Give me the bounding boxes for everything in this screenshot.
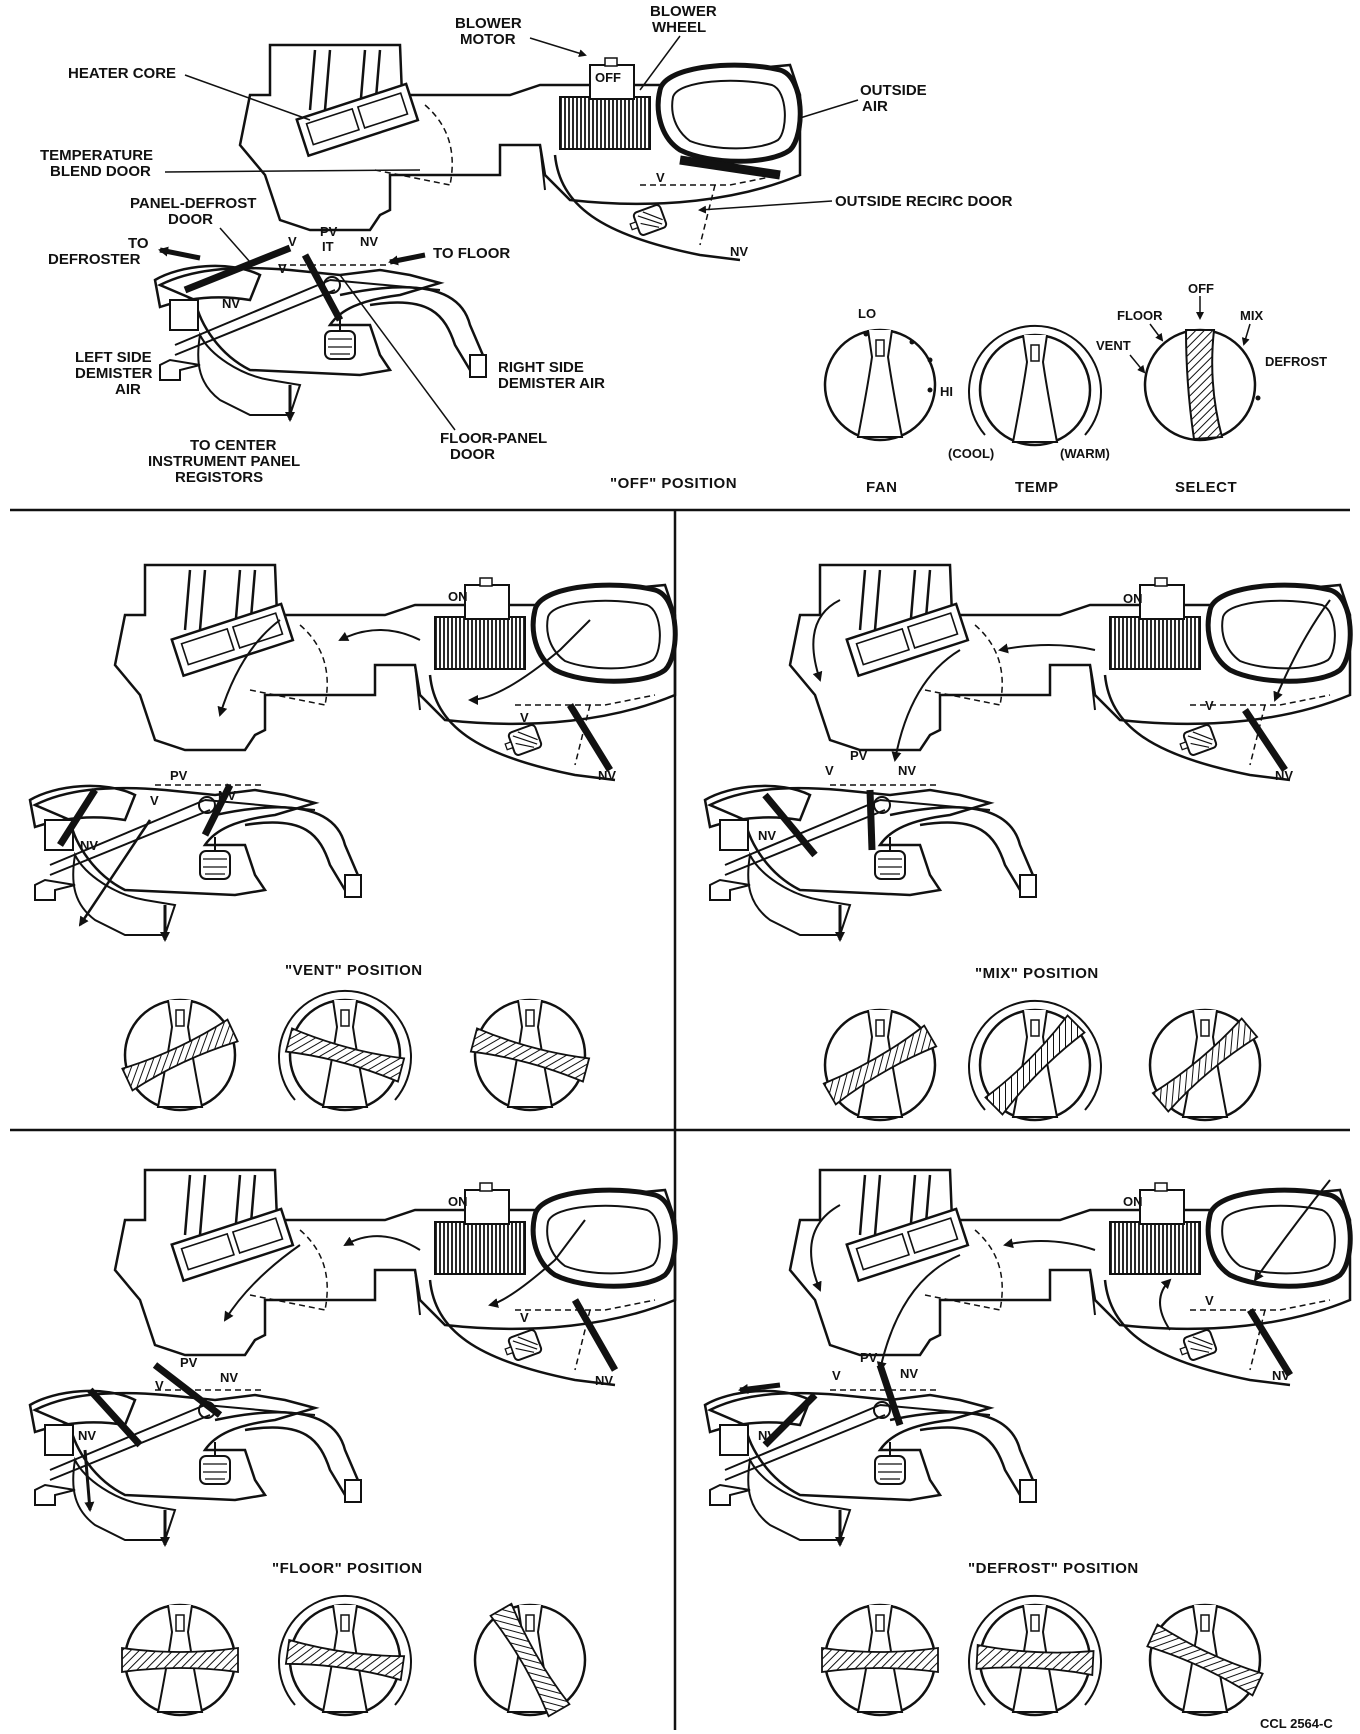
motor-state-mix: ON <box>1123 591 1143 606</box>
svg-text:V: V <box>520 710 529 725</box>
label-center-registers-3: REGISTORS <box>175 469 263 486</box>
label-right-demister-2: DEMISTER AIR <box>498 375 605 392</box>
label-it-top: IT <box>322 239 334 254</box>
select-vent-label: VENT <box>1096 338 1131 353</box>
svg-text:PV: PV <box>850 748 868 763</box>
fan-hi-label: HI <box>940 384 953 399</box>
fan-label: FAN <box>866 479 898 496</box>
label-left-demister-2: DEMISTER <box>75 365 153 382</box>
temp-cool-label: (COOL) <box>948 446 994 461</box>
temp-knob <box>968 324 1102 447</box>
svg-text:V: V <box>1205 1293 1214 1308</box>
select-defrost-label: DEFROST <box>1265 354 1327 369</box>
select-floor-label: FLOOR <box>1117 308 1163 323</box>
svg-text:PV: PV <box>180 1355 198 1370</box>
label-temp-blend-2: BLEND DOOR <box>50 163 151 180</box>
svg-text:NV: NV <box>758 828 776 843</box>
label-nv-top-2: NV <box>222 296 240 311</box>
svg-text:NV: NV <box>78 1428 96 1443</box>
label-nv-top-1: NV <box>360 234 378 249</box>
label-center-registers-2: INSTRUMENT PANEL <box>148 453 300 470</box>
label-left-demister-1: LEFT SIDE <box>75 349 152 366</box>
label-right-demister-1: RIGHT SIDE <box>498 359 584 376</box>
motor-state-defrost: ON <box>1123 1194 1143 1209</box>
svg-text:NV: NV <box>1275 768 1293 783</box>
outside-recirc-door <box>679 155 781 180</box>
label-to-defroster-2: DEFROSTER <box>48 251 141 268</box>
svg-text:NV: NV <box>598 768 616 783</box>
label-heater-core: HEATER CORE <box>68 65 176 82</box>
svg-text:V: V <box>150 793 159 808</box>
label-v-top-3: V <box>656 170 665 185</box>
select-off-label: OFF <box>1188 281 1214 296</box>
floor-panel-door <box>301 253 344 322</box>
caption-defrost-position: "DEFROST" POSITION <box>968 1560 1139 1577</box>
label-to-defroster-1: TO <box>128 235 149 252</box>
svg-text:V: V <box>832 1368 841 1383</box>
label-blower-wheel-1: BLOWER <box>650 3 717 20</box>
label-blower-motor-1: BLOWER <box>455 15 522 32</box>
mix-position-panel: ON PV V NV NV V NV "MIX" POSITION <box>705 565 1350 1122</box>
svg-text:PV: PV <box>860 1350 878 1365</box>
caption-off-position: "OFF" POSITION <box>610 475 737 492</box>
label-center-registers-1: TO CENTER <box>190 437 277 454</box>
svg-text:V: V <box>520 1310 529 1325</box>
defrost-position-panel: ON PV V NV NV V NV "DEFROST" POSITION <box>705 1170 1350 1717</box>
fan-lo-label: LO <box>858 306 876 321</box>
select-label: SELECT <box>1175 479 1237 496</box>
label-temp-blend-1: TEMPERATURE <box>40 147 153 164</box>
label-blower-wheel-2: WHEEL <box>652 19 706 36</box>
svg-text:V: V <box>1205 698 1214 713</box>
svg-text:NV: NV <box>758 1428 776 1443</box>
motor-state-vent: ON <box>448 589 468 604</box>
label-floor-panel-1: FLOOR-PANEL <box>440 430 547 447</box>
label-to-floor: TO FLOOR <box>433 245 510 262</box>
svg-text:PV: PV <box>170 768 188 783</box>
svg-text:NV: NV <box>220 1370 238 1385</box>
select-mix-label: MIX <box>1240 308 1263 323</box>
label-panel-defrost-1: PANEL-DEFROST <box>130 195 256 212</box>
label-floor-panel-2: DOOR <box>450 446 495 463</box>
figure-code: CCL 2564-C <box>1260 1716 1333 1731</box>
svg-text:NV: NV <box>80 838 98 853</box>
vent-position-panel: ON PV V NV NV V NV "VENT" POSITION <box>30 565 675 1112</box>
caption-mix-position: "MIX" POSITION <box>975 965 1099 982</box>
label-panel-defrost-2: DOOR <box>168 211 213 228</box>
fan-knob <box>823 328 937 442</box>
label-blower-motor-2: MOTOR <box>460 31 516 48</box>
label-nv-top-3: NV <box>730 244 748 259</box>
off-position-diagram: OFF BLOWER MOTOR BLOWER WHEEL HEATER COR… <box>40 3 1327 496</box>
svg-text:NV: NV <box>1272 1368 1290 1383</box>
svg-text:NV: NV <box>900 1366 918 1381</box>
label-v-top-2: V <box>278 261 287 276</box>
label-outside-air-1: OUTSIDE <box>860 82 927 99</box>
panel-defrost-door <box>183 244 292 294</box>
svg-text:V: V <box>825 763 834 778</box>
label-left-demister-3: AIR <box>115 381 141 398</box>
svg-text:NV: NV <box>898 763 916 778</box>
label-v-top-1: V <box>288 234 297 249</box>
caption-floor-position: "FLOOR" POSITION <box>272 1560 423 1577</box>
select-knob <box>1143 328 1257 442</box>
label-pv-top: PV <box>320 224 338 239</box>
caption-vent-position: "VENT" POSITION <box>285 962 423 979</box>
floor-position-panel: ON PV V NV NV V NV "FLOOR" POSITION <box>30 1170 675 1718</box>
temp-warm-label: (WARM) <box>1060 446 1110 461</box>
label-outside-recirc: OUTSIDE RECIRC DOOR <box>835 193 1013 210</box>
svg-text:V: V <box>155 1378 164 1393</box>
svg-text:NV: NV <box>218 788 236 803</box>
motor-state-off: OFF <box>595 70 621 85</box>
label-outside-air-2: AIR <box>862 98 888 115</box>
temp-label: TEMP <box>1015 479 1059 496</box>
motor-state-floor: ON <box>448 1194 468 1209</box>
svg-text:NV: NV <box>595 1373 613 1388</box>
